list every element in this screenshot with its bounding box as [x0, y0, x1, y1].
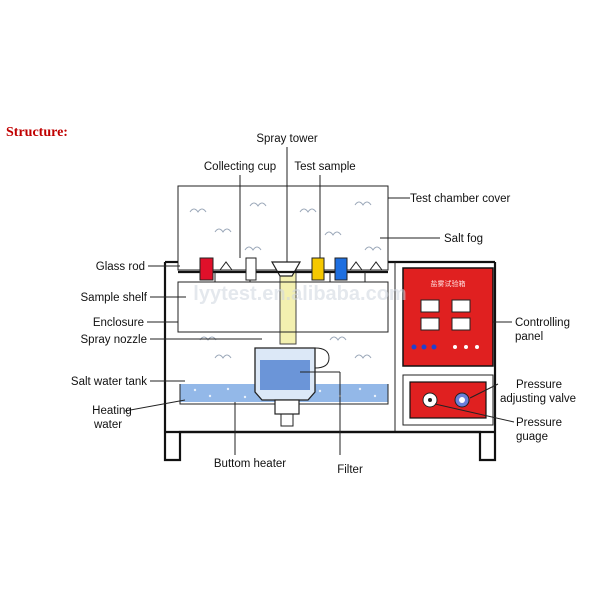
label-salt-fog: Salt fog — [444, 233, 483, 245]
enclosure — [177, 281, 389, 333]
panel-meter-4 — [451, 317, 471, 331]
label-pressure-guage-line1: Pressure — [516, 417, 562, 429]
label-controlling-panel-line2: panel — [515, 331, 543, 343]
panel-title: 盐雾试验箱 — [431, 279, 466, 288]
panel-meter-3 — [420, 317, 440, 331]
label-test-sample: Test sample — [294, 161, 355, 173]
label-test-chamber-cover: Test chamber cover — [410, 193, 511, 205]
test-chamber-cover — [177, 185, 389, 271]
test-sample-yellow — [311, 257, 325, 281]
watermark: lyytest.en.alibaba.com — [193, 283, 406, 305]
leader-lines — [124, 147, 515, 455]
panel-meter-2 — [451, 299, 471, 313]
panel-meter-1 — [420, 299, 440, 313]
label-pressure-adjusting-valve-line1: Pressure — [516, 379, 562, 391]
label-pressure-adjusting-valve-line2: adjusting valve — [500, 393, 576, 405]
label-heating-water-line2: water — [93, 419, 122, 431]
panel-indicator-lights — [411, 344, 479, 350]
label-buttom-heater: Buttom heater — [214, 458, 286, 470]
label-filter: Filter — [337, 464, 363, 476]
test-sample-white — [245, 257, 257, 281]
pressure-panel — [402, 374, 494, 426]
test-sample-blue — [334, 257, 348, 281]
label-sample-shelf: Sample shelf — [81, 292, 148, 304]
label-spray-nozzle: Spray nozzle — [81, 334, 147, 346]
label-heating-water-line1: Heating — [92, 405, 132, 417]
label-pressure-guage-line2: guage — [516, 431, 548, 443]
structure-heading: Structure: — [6, 125, 68, 140]
controlling-panel — [402, 267, 494, 367]
label-enclosure: Enclosure — [93, 317, 144, 329]
label-collecting-cup: Collecting cup — [204, 161, 276, 173]
label-glass-rod: Glass rod — [96, 261, 145, 273]
test-sample-red — [199, 257, 214, 281]
label-controlling-panel-line1: Controlling — [515, 317, 570, 329]
label-spray-tower: Spray tower — [256, 133, 318, 145]
label-salt-water-tank: Salt water tank — [71, 376, 147, 388]
salt-fog-clouds — [189, 201, 382, 359]
